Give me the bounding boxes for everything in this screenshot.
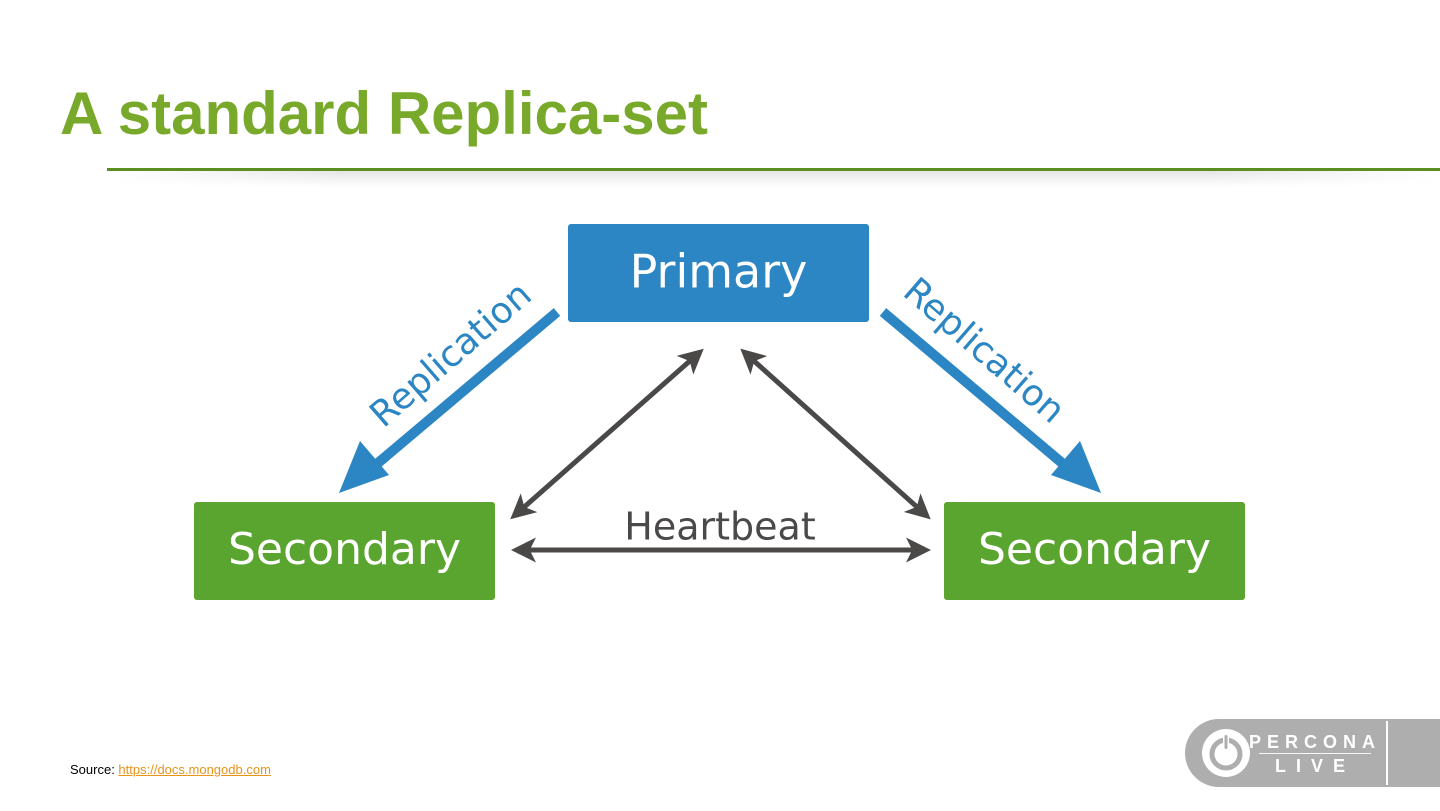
logo-tab — [1388, 719, 1440, 787]
heartbeat-arrow-primary-left — [510, 348, 704, 520]
replication-arrowhead-left — [339, 441, 389, 493]
logo-wordmark-line2: LIVE — [1274, 756, 1355, 776]
source-link[interactable]: https://docs.mongodb.com — [118, 762, 271, 777]
replication-arrow-left — [339, 308, 561, 493]
logo-rule — [1259, 753, 1371, 754]
replication-arrow-right — [879, 308, 1101, 493]
logo-wordmark-line1: PERCONA — [1248, 732, 1381, 752]
heartbeat-label: Heartbeat — [624, 505, 815, 549]
heartbeat-arrow-primary-right — [740, 348, 931, 520]
secondary-node-left: Secondary — [194, 502, 495, 600]
slide-title: A standard Replica-set — [60, 80, 708, 147]
secondary-node-right-label: Secondary — [978, 524, 1211, 575]
title-divider-shadow — [107, 171, 1440, 187]
logo-divider — [1386, 721, 1388, 785]
percona-live-logo: PERCONA LIVE — [1185, 719, 1440, 787]
title-divider — [107, 168, 1440, 171]
source-citation: Source: https://docs.mongodb.com — [70, 762, 271, 777]
primary-node-label: Primary — [630, 245, 808, 299]
primary-node: Primary — [568, 224, 869, 322]
secondary-node-right: Secondary — [944, 502, 1245, 600]
power-button-icon — [1202, 729, 1250, 777]
heartbeat-arrows — [510, 348, 931, 563]
source-label: Source: — [70, 762, 119, 777]
secondary-node-left-label: Secondary — [228, 524, 461, 575]
replication-arrowhead-right — [1051, 441, 1101, 493]
